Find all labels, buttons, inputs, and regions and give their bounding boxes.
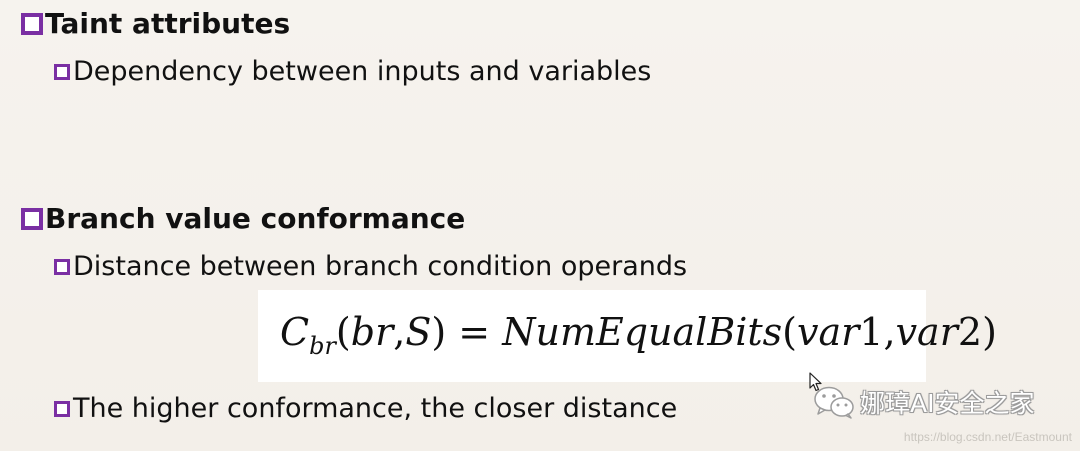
formula-arg1: br <box>350 310 394 354</box>
mouse-pointer-icon <box>809 372 822 392</box>
formula-comma: , <box>393 310 406 354</box>
formula-subscript: br <box>309 332 336 360</box>
bullet-dependency: Dependency between inputs and variables <box>54 58 651 85</box>
bullet-text: Taint attributes <box>45 7 291 40</box>
formula-function: NumEqualBits <box>502 310 783 354</box>
wechat-icon <box>814 386 854 419</box>
bullet-text: Branch value conformance <box>45 202 466 235</box>
formula-num2: 2 <box>957 310 983 354</box>
square-bullet-icon <box>54 258 70 275</box>
formula-num1: 1 <box>859 310 884 354</box>
formula-open-paren: ( <box>335 310 351 354</box>
formula-background <box>258 290 926 382</box>
bullet-branch-value-conformance: Branch value conformance <box>21 205 465 233</box>
square-bullet-icon <box>21 208 43 230</box>
formula-symbol: C <box>280 310 310 354</box>
bullet-higher-conformance: The higher conformance, the closer dista… <box>54 395 677 422</box>
bullet-taint-attributes: Taint attributes <box>21 10 290 38</box>
formula: Cbr(br,S) = NumEqualBits(var1,var2) <box>280 313 997 358</box>
bullet-text: The higher conformance, the closer dista… <box>73 393 678 424</box>
square-bullet-icon <box>54 400 70 417</box>
formula-close-paren: ) <box>431 310 447 354</box>
formula-arg2: S <box>405 310 432 354</box>
formula-var1: var <box>797 310 860 354</box>
watermark-url: https://blog.csdn.net/Eastmount <box>903 430 1072 444</box>
formula-equals: = <box>446 310 503 354</box>
formula-var2: var <box>895 310 958 354</box>
formula-func-open: ( <box>782 310 797 354</box>
square-bullet-icon <box>21 13 43 35</box>
formula-sep: , <box>883 310 896 354</box>
bullet-distance: Distance between branch condition operan… <box>54 253 687 280</box>
square-bullet-icon <box>54 63 70 80</box>
bullet-text: Dependency between inputs and variables <box>73 56 652 87</box>
watermark-text: 娜璋AI安全之家 <box>860 389 1035 418</box>
bullet-text: Distance between branch condition operan… <box>73 251 688 282</box>
formula-func-close: ) <box>982 310 997 354</box>
watermark: 娜璋AI安全之家 <box>812 384 1034 420</box>
